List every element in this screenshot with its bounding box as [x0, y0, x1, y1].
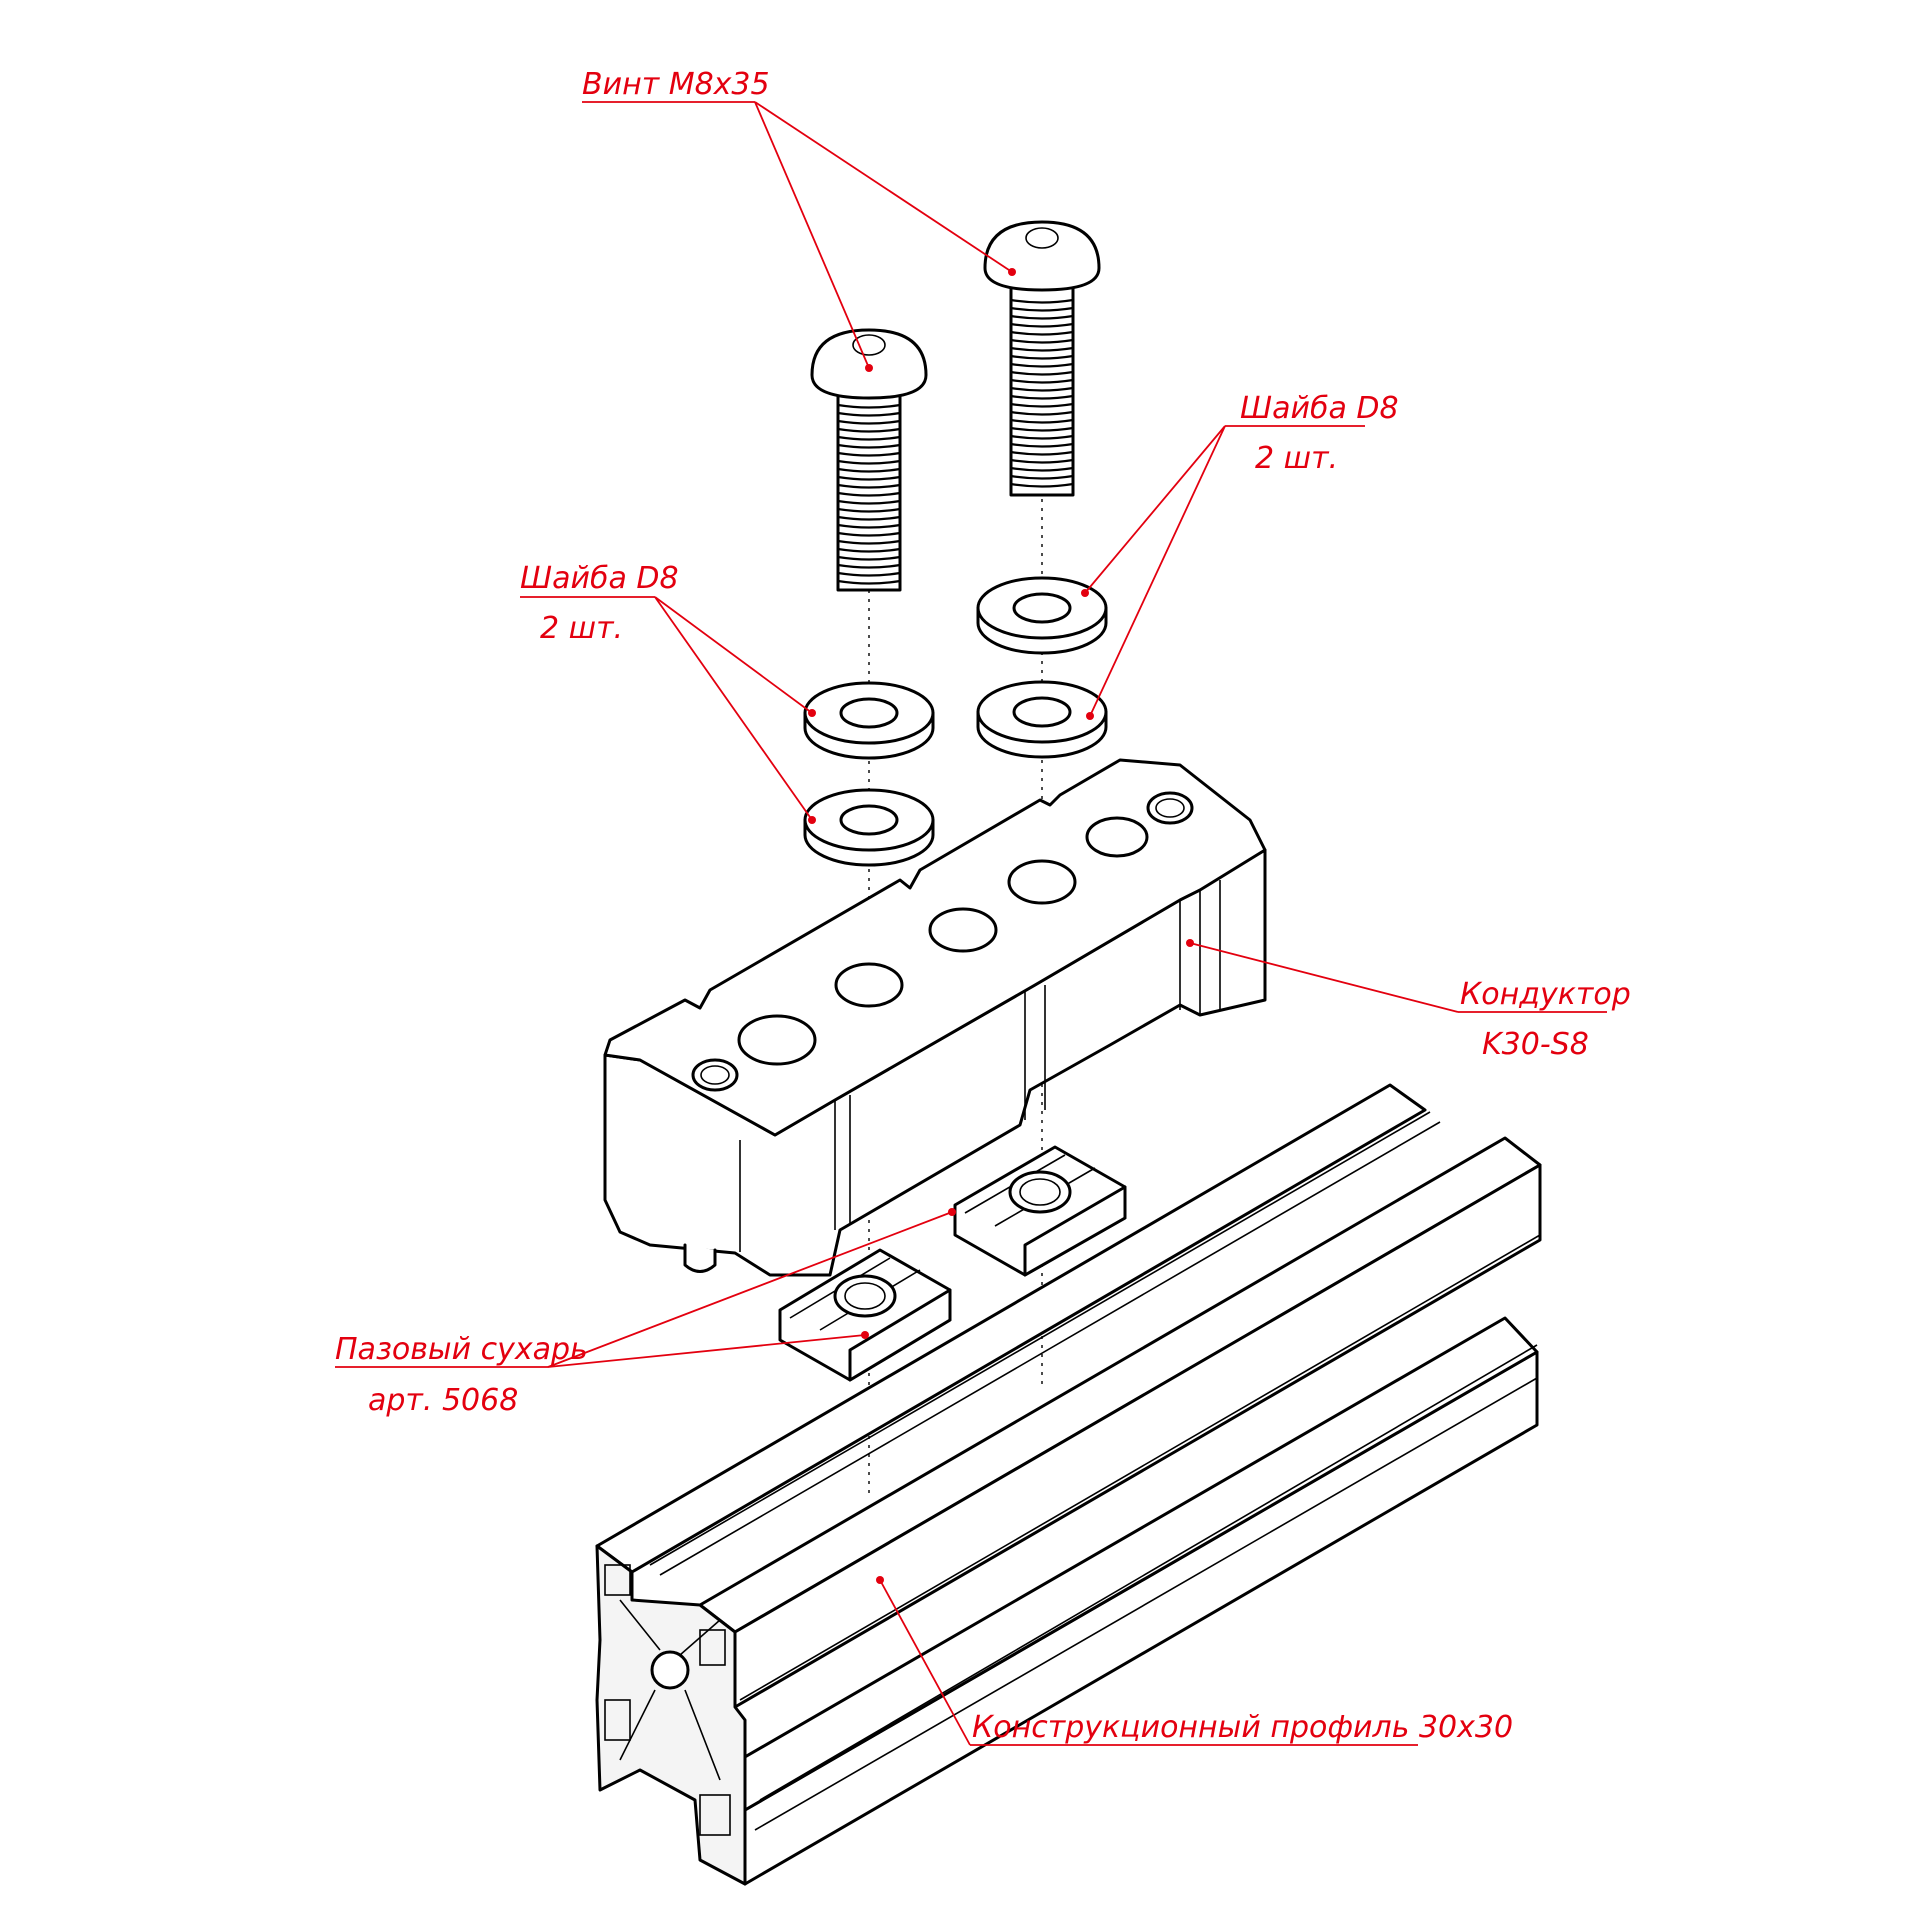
- aluminum-profile-30x30: [595, 1083, 1542, 1886]
- screw-left: [810, 328, 928, 592]
- washer-left-upper: [803, 681, 935, 760]
- washer-left-qty: 2 шт.: [540, 611, 623, 646]
- callout-tnut: Пазовый сухарь арт. 5068: [335, 1208, 956, 1418]
- washer-right-qty: 2 шт.: [1255, 441, 1338, 476]
- washer-left-lower: [803, 788, 935, 867]
- tnut-label: Пазовый сухарь: [335, 1332, 588, 1367]
- washer-right-lower: [976, 680, 1108, 759]
- screw-label: Винт M8x35: [582, 67, 770, 102]
- tnut-article: арт. 5068: [368, 1383, 518, 1418]
- t-nut-back: [953, 1145, 1127, 1277]
- washer-right-upper: [976, 576, 1108, 655]
- callout-washer-left: Шайба D8 2 шт.: [520, 561, 816, 824]
- jig-block-k30-s8: [603, 758, 1267, 1277]
- t-nut-front: [778, 1248, 952, 1382]
- callout-jig: Кондуктор K30-S8: [1186, 939, 1631, 1062]
- washer-right-label: Шайба D8: [1240, 391, 1399, 426]
- profile-label: Конструкционный профиль 30x30: [972, 1710, 1513, 1745]
- callout-profile: Конструкционный профиль 30x30: [876, 1576, 1513, 1746]
- screw-right: [983, 220, 1101, 497]
- jig-article: K30-S8: [1482, 1027, 1589, 1062]
- callout-washer-right: Шайба D8 2 шт.: [1081, 391, 1399, 720]
- washer-left-label: Шайба D8: [520, 561, 679, 596]
- callout-screw: Винт M8x35: [582, 67, 1016, 372]
- jig-label: Кондуктор: [1460, 977, 1631, 1012]
